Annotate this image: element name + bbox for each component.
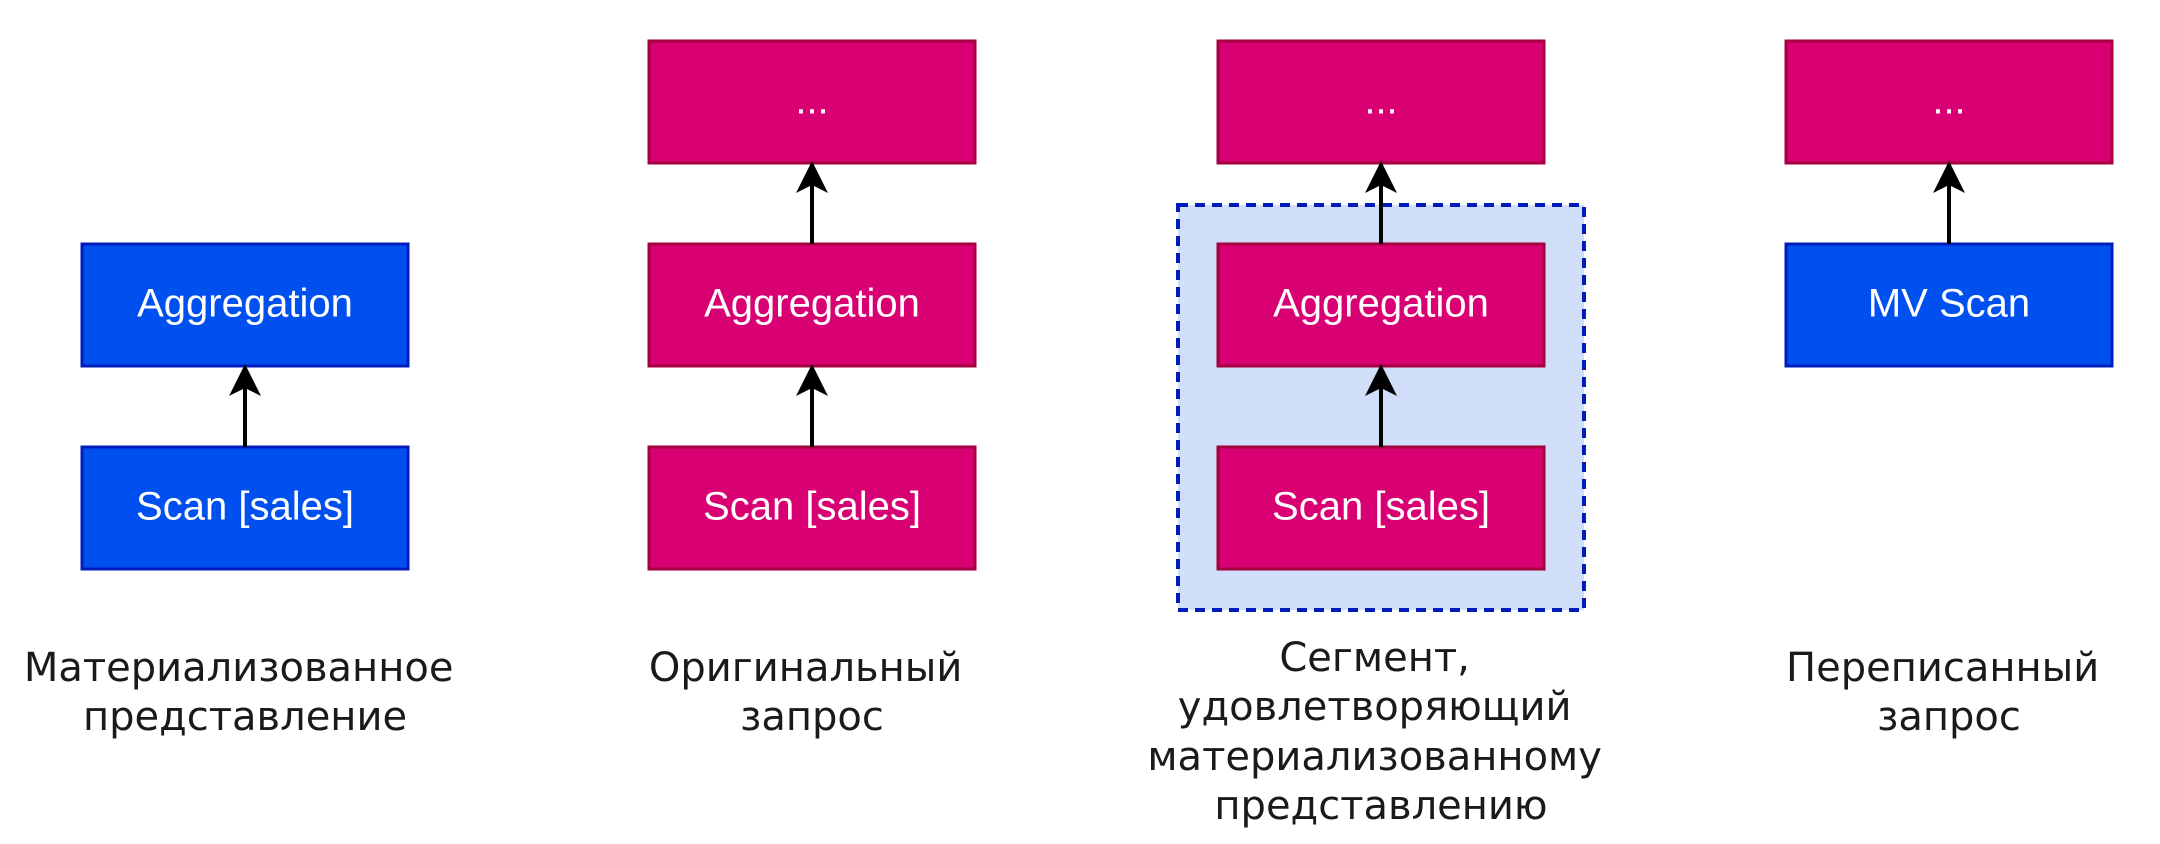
rewritten-caption: Переписанный запрос (1786, 645, 2112, 740)
rewritten-top-label: ... (1932, 79, 1965, 123)
mv-aggregation-box (80, 242, 410, 368)
original-scan-label: Scan [sales] (703, 485, 921, 529)
original-query-column: ... Aggregation Scan [sales] Оригинальны… (647, 39, 977, 740)
segment-scan-box (1216, 445, 1546, 571)
original-caption-line-1: Оригинальный (649, 645, 962, 691)
mv-aggregation-label: Aggregation (137, 282, 353, 326)
segment-caption-line-4: представлению (1214, 783, 1547, 829)
original-aggregation-box (647, 242, 977, 368)
original-caption: Оригинальный запрос (649, 645, 975, 740)
rewritten-mv-scan-box (1784, 242, 2114, 368)
rewritten-query-column: ... MV Scan Переписанный запрос (1784, 39, 2114, 740)
mv-caption-line-1: Материализованное (24, 645, 454, 691)
segment-top-label: ... (1364, 79, 1397, 123)
mv-caption: Материализованное представление (24, 645, 466, 740)
materialized-view-column: Aggregation Scan [sales] Материализованн… (24, 242, 466, 740)
segment-caption: Сегмент, удовлетворяющий материализованн… (1147, 635, 1614, 829)
original-caption-line-2: запрос (740, 694, 884, 740)
mv-scan-label: Scan [sales] (136, 485, 354, 529)
segment-caption-line-2: удовлетворяющий (1178, 684, 1572, 730)
mv-caption-line-2: представление (83, 694, 407, 740)
mv-scan-box (80, 445, 410, 571)
rewritten-caption-line-1: Переписанный (1786, 645, 2099, 691)
rewritten-top-box (1784, 39, 2114, 165)
rewritten-caption-line-2: запрос (1877, 694, 2021, 740)
rewritten-mv-scan-label: MV Scan (1868, 282, 2030, 326)
segment-caption-line-3: материализованному (1147, 734, 1602, 780)
segment-aggregation-label: Aggregation (1273, 282, 1489, 326)
original-scan-box (647, 445, 977, 571)
matching-segment-column: ... Aggregation Scan [sales] Сегмент, уд… (1147, 39, 1614, 829)
segment-top-box (1216, 39, 1546, 165)
original-top-label: ... (795, 79, 828, 123)
original-aggregation-label: Aggregation (704, 282, 920, 326)
segment-caption-line-1: Сегмент, (1279, 635, 1470, 681)
segment-scan-label: Scan [sales] (1272, 485, 1490, 529)
